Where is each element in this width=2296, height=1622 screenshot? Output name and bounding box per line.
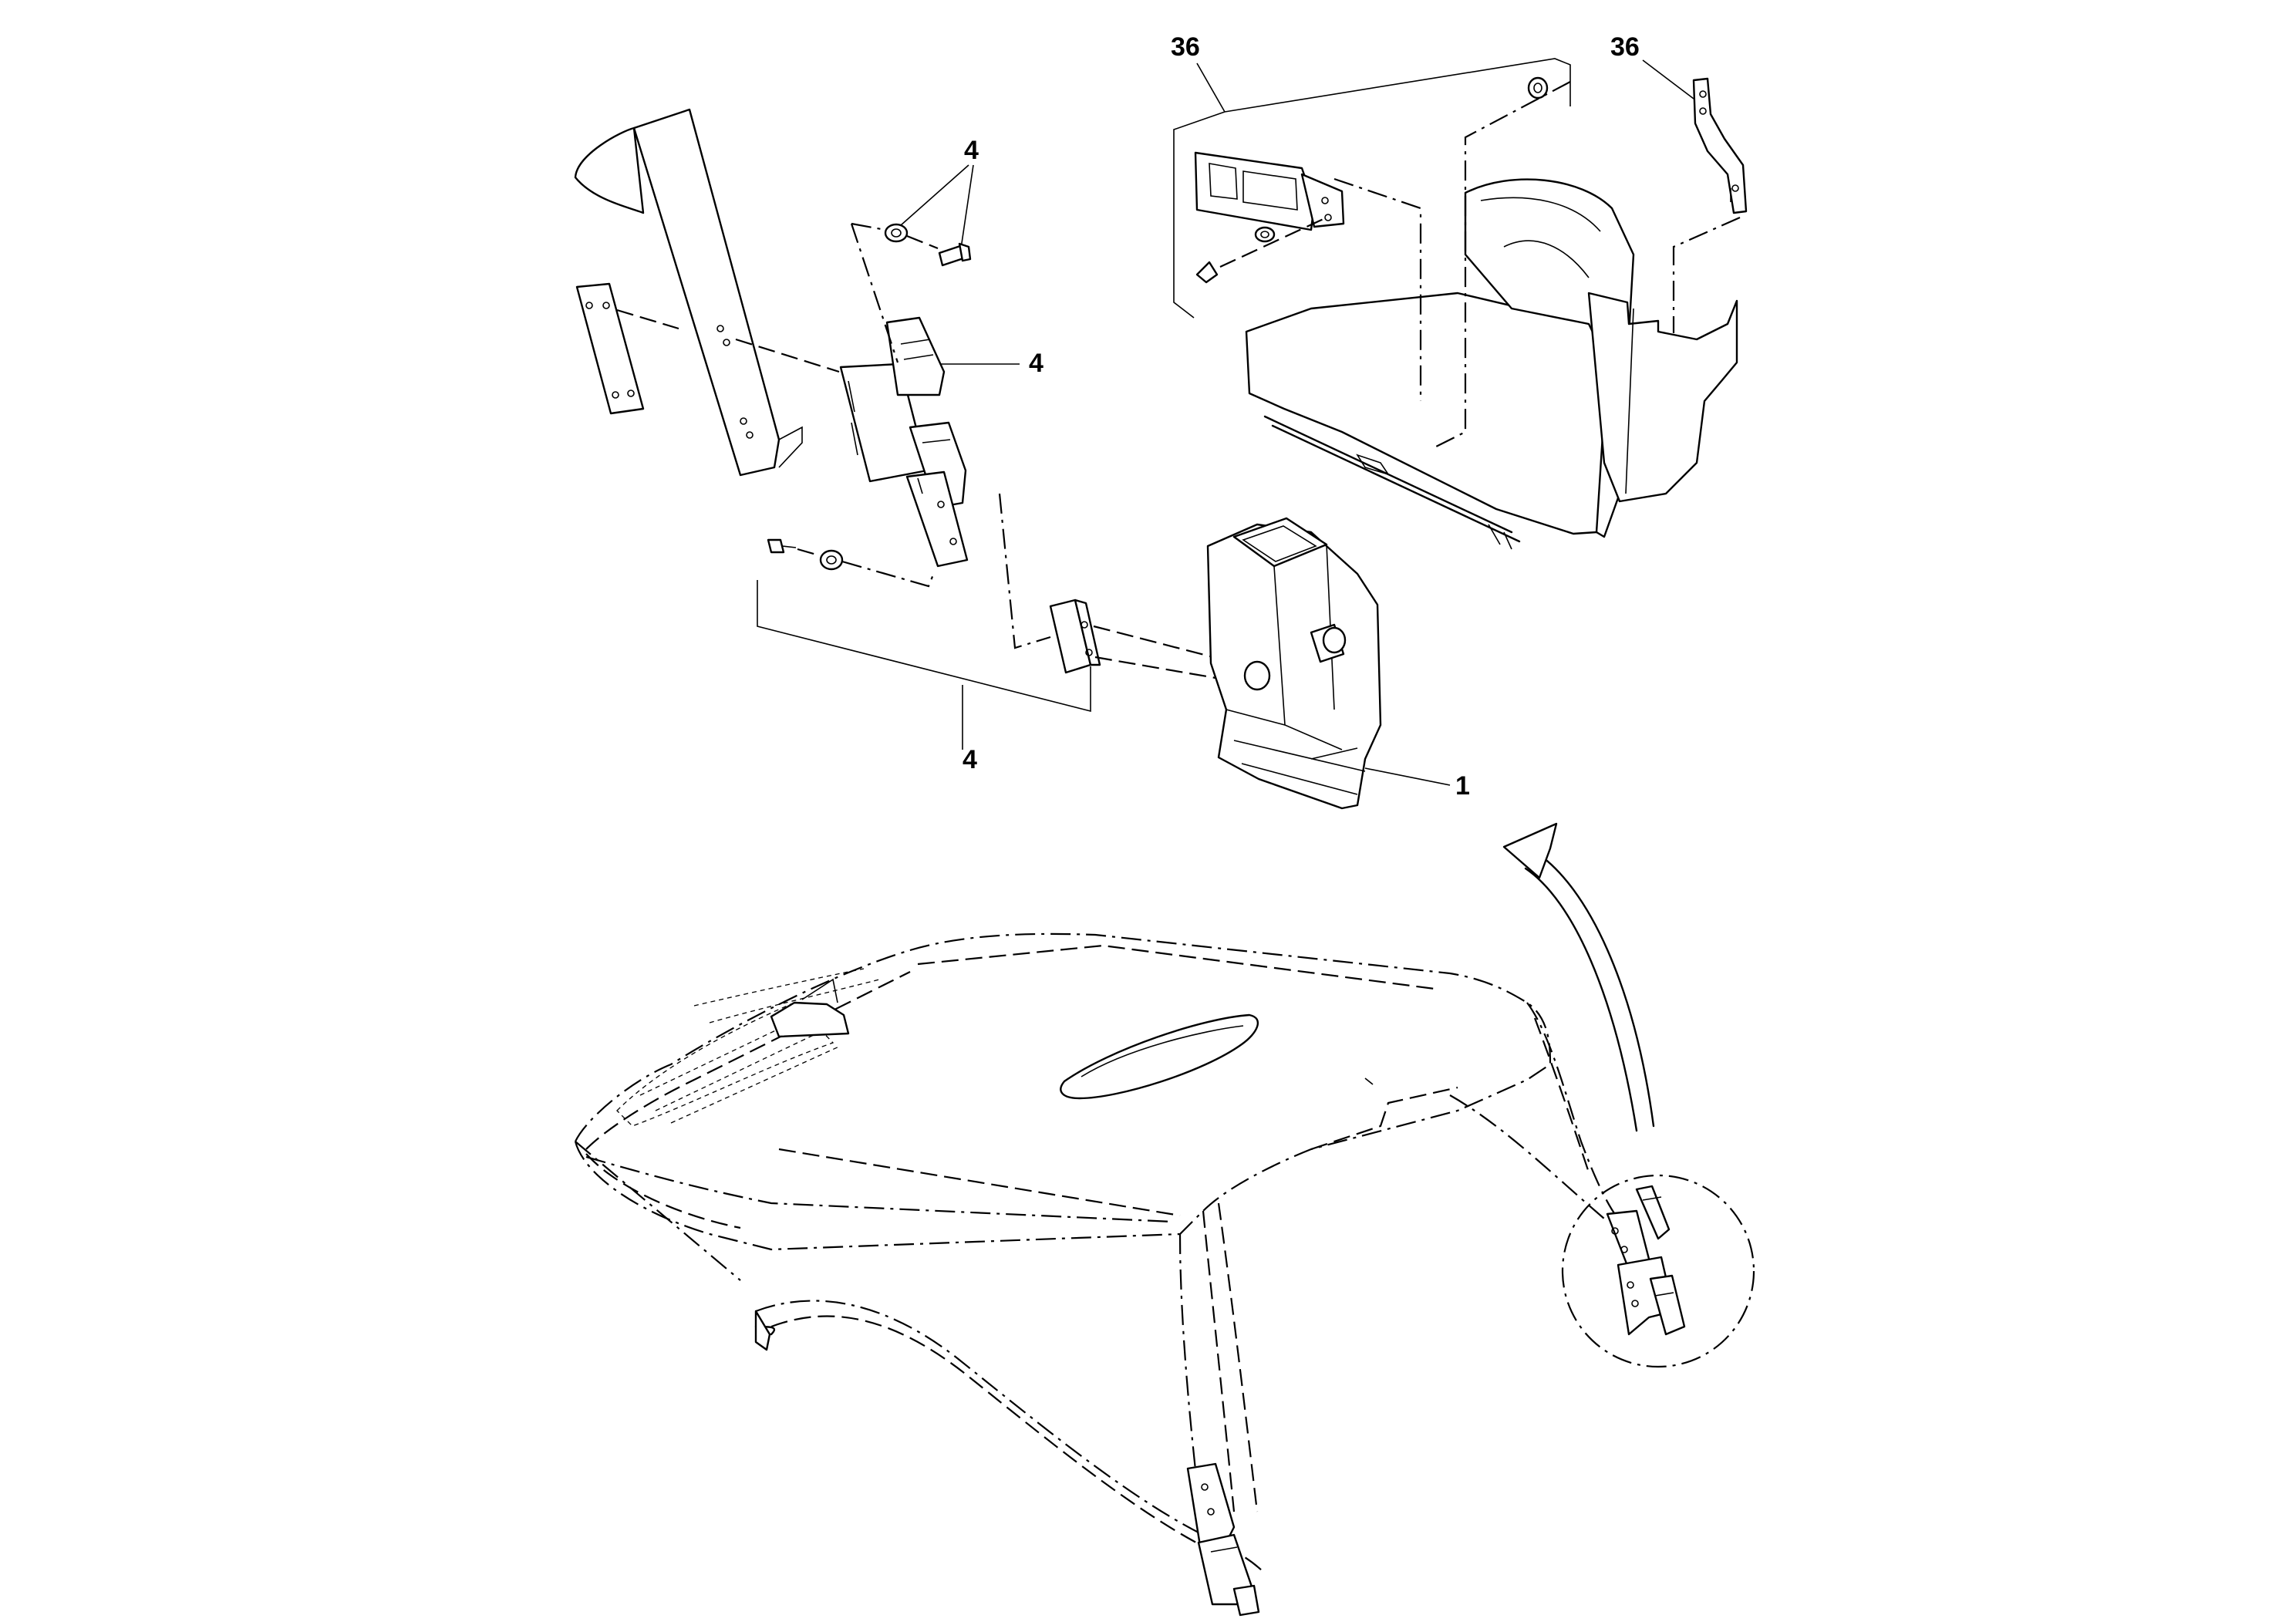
callout-1-housing: 1 — [1455, 771, 1470, 801]
fender-handle — [770, 1001, 850, 1038]
detail-circle — [1561, 1174, 1755, 1368]
seat-cushion — [1245, 292, 1613, 535]
seat-assembly — [1173, 58, 1748, 550]
latch-assembly — [839, 316, 969, 568]
fender-body — [574, 932, 1636, 1617]
seat-side-panel — [1587, 292, 1738, 503]
seat-nut — [1527, 76, 1549, 99]
latch-lower-plate — [905, 470, 969, 568]
detail-arrow — [1502, 822, 1655, 1132]
seat-belt-bracket — [1194, 151, 1345, 231]
group-frame-36 — [1173, 111, 1226, 319]
curved-shield — [632, 108, 781, 477]
leader-lines — [900, 59, 1694, 786]
washer-lower — [819, 549, 844, 571]
washer-bolt-lower — [767, 538, 936, 588]
rubber-pad — [998, 493, 1266, 688]
backing-plate — [575, 282, 645, 415]
seat-washer — [1254, 226, 1276, 243]
washer-bolt-top — [850, 222, 972, 363]
callout-4-bracket-group: 4 — [963, 745, 977, 774]
bolt-lower — [767, 538, 785, 554]
detail-view — [1561, 1174, 1755, 1368]
callout-4-washer-bolt: 4 — [964, 136, 979, 165]
mount-housing — [1206, 517, 1382, 810]
callout-36-seat-right: 36 — [1610, 32, 1640, 62]
fender-hinge — [1186, 1462, 1260, 1617]
detail-latch — [1606, 1185, 1686, 1336]
seat-side-bracket — [1692, 77, 1748, 214]
callout-36-seat-left: 36 — [1171, 32, 1200, 62]
seat-bolt — [1195, 261, 1219, 284]
fender-panel-group — [574, 108, 840, 477]
group-bracket-4 — [757, 580, 1091, 713]
callout-4-latch: 4 — [1029, 349, 1043, 378]
washer-top — [884, 223, 909, 243]
fender-slot — [1060, 1013, 1259, 1100]
